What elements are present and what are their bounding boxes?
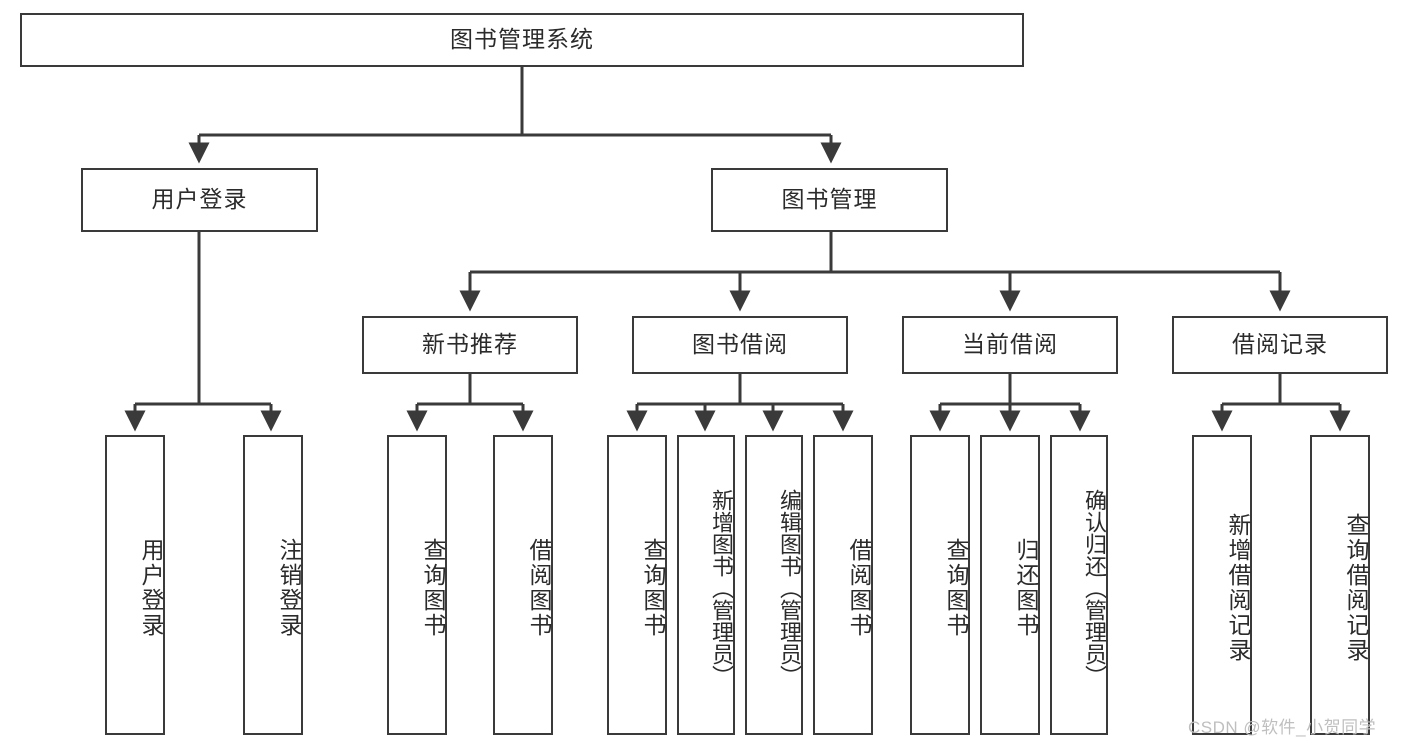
leaf-borrow-record-add[interactable]: 新增借阅记录 (1192, 435, 1252, 735)
node-book-borrow[interactable]: 图书借阅 (632, 316, 848, 374)
node-book-management[interactable]: 图书管理 (711, 168, 948, 232)
node-new-book-recommend[interactable]: 新书推荐 (362, 316, 578, 374)
leaf-book-borrow-query[interactable]: 查询图书 (607, 435, 667, 735)
csdn-watermark: CSDN @软件_小贺同学 (1188, 718, 1377, 737)
leaf-current-borrow-return[interactable]: 归还图书 (980, 435, 1040, 735)
leaf-user-login-login[interactable]: 用户登录 (105, 435, 165, 735)
leaf-new-book-query[interactable]: 查询图书 (387, 435, 447, 735)
node-root-system[interactable]: 图书管理系统 (20, 13, 1024, 67)
leaf-new-book-borrow[interactable]: 借阅图书 (493, 435, 553, 735)
leaf-current-borrow-confirm-return[interactable]: 确认归还（管理员） (1050, 435, 1108, 735)
leaf-user-login-logout[interactable]: 注销登录 (243, 435, 303, 735)
node-current-borrow[interactable]: 当前借阅 (902, 316, 1118, 374)
leaf-borrow-record-query[interactable]: 查询借阅记录 (1310, 435, 1370, 735)
leaf-book-borrow-borrow[interactable]: 借阅图书 (813, 435, 873, 735)
node-borrow-record[interactable]: 借阅记录 (1172, 316, 1388, 374)
leaf-book-borrow-add[interactable]: 新增图书（管理员） (677, 435, 735, 735)
leaf-book-borrow-edit[interactable]: 编辑图书（管理员） (745, 435, 803, 735)
leaf-current-borrow-query[interactable]: 查询图书 (910, 435, 970, 735)
node-user-login[interactable]: 用户登录 (81, 168, 318, 232)
